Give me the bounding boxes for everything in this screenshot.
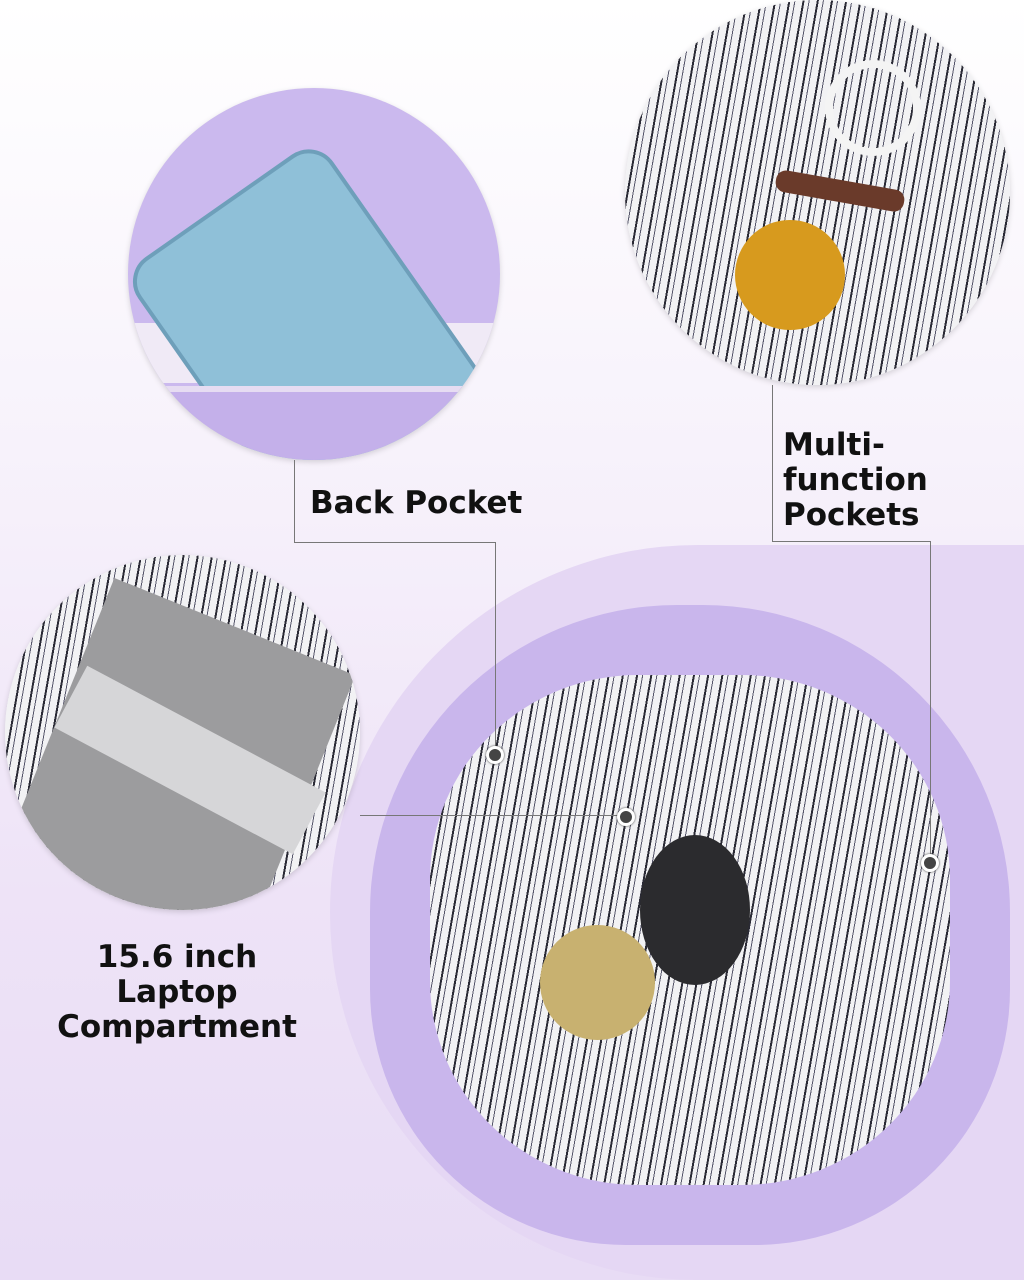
connector-line [294,542,495,543]
connector-line [294,460,295,542]
callout-dot [921,854,939,872]
laptop-compartment-detail-image [5,555,360,910]
multi-function-pockets-detail-image [625,0,1010,385]
lipstick [774,168,906,214]
connector-line [772,541,930,542]
pocket-front [128,386,500,460]
label-line: 15.6 inch Laptop [96,939,258,1010]
mouse [640,835,750,985]
callout-dot [617,808,635,826]
multi-function-pockets-label: Multi-function Pockets [783,428,1024,533]
compact-mirror [735,220,845,330]
connector-line [360,815,625,816]
label-line: Multi-function [783,427,928,498]
connector-line [930,541,931,861]
connector-line [772,385,773,542]
compact [540,925,655,1040]
bag-image [370,605,1010,1245]
label-line: Compartment [57,1009,297,1045]
back-pocket-detail-image [128,88,500,460]
laptop-compartment-label: 15.6 inch Laptop Compartment [42,940,312,1045]
cable [825,60,921,156]
connector-line [495,542,496,754]
label-line: Pockets [783,497,920,533]
back-pocket-label: Back Pocket [310,485,523,521]
callout-dot [486,746,504,764]
